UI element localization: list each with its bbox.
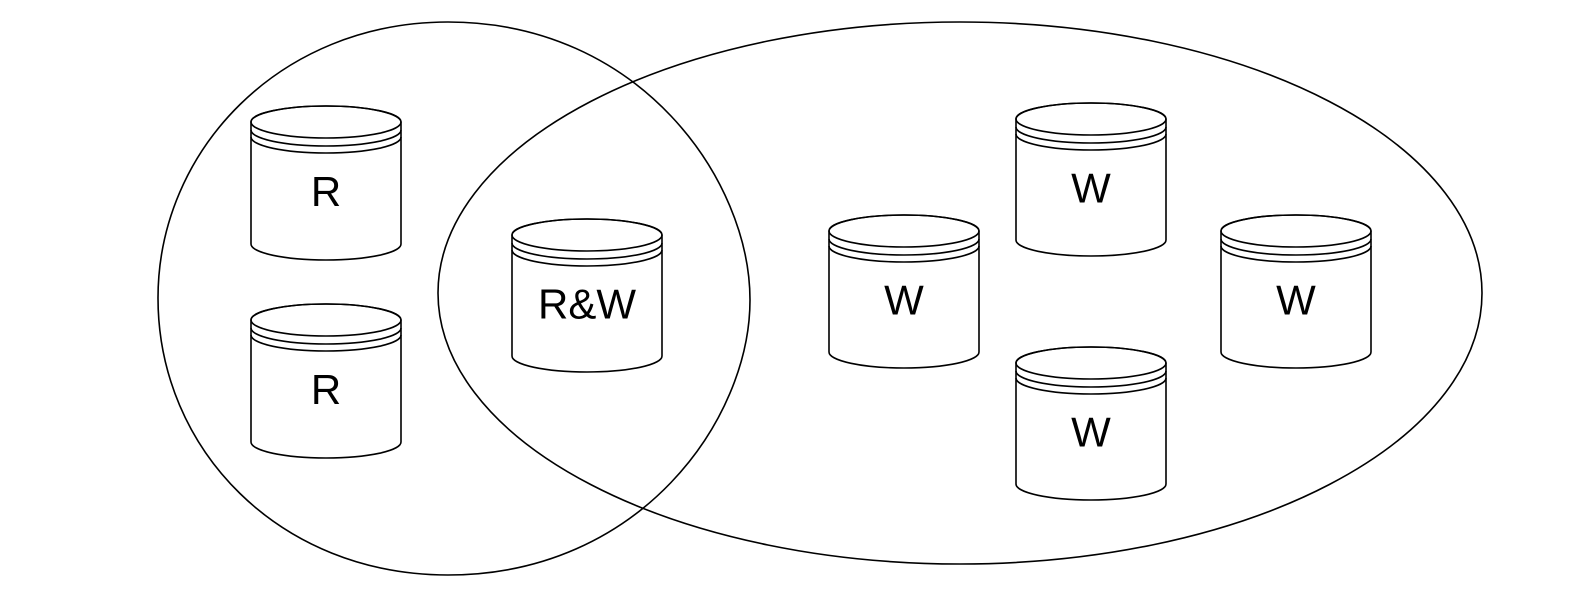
database-rim-band	[1015, 126, 1167, 144]
database-rim-band	[828, 238, 980, 256]
database-top	[1015, 346, 1167, 380]
database-label: W	[1276, 277, 1316, 324]
database-rim-band	[511, 249, 663, 267]
database-rim-band	[828, 245, 980, 263]
database-cylinder-icon: W	[1220, 214, 1372, 369]
database-rim-band	[250, 334, 402, 352]
database-top	[511, 218, 663, 252]
database-rim-band	[1015, 133, 1167, 151]
database-cylinder-icon: W	[1015, 346, 1167, 501]
database-rim-band	[250, 327, 402, 345]
read-group-outline	[157, 21, 751, 576]
database-top	[1015, 102, 1167, 136]
database-rim-band	[250, 136, 402, 154]
database-rim-band	[250, 129, 402, 147]
database-rim-band	[1220, 238, 1372, 256]
database-label: R	[311, 168, 341, 215]
database-label: W	[1071, 409, 1111, 456]
write-group-outline	[437, 21, 1483, 565]
database-label: W	[1071, 165, 1111, 212]
database-cylinder-icon: R&W	[511, 218, 663, 373]
database-cylinder-icon: W	[1015, 102, 1167, 257]
database-label: R	[311, 366, 341, 413]
database-rim-band	[1220, 245, 1372, 263]
database-layer: R R R&W W W W W	[250, 102, 1372, 501]
database-top	[828, 214, 980, 248]
database-rim-band	[1015, 377, 1167, 395]
database-cylinder-icon: R	[250, 105, 402, 261]
database-label: R&W	[538, 281, 636, 328]
database-label: W	[884, 277, 924, 324]
database-cylinder-icon: W	[828, 214, 980, 369]
database-top	[250, 105, 402, 139]
database-top	[250, 303, 402, 337]
database-rim-band	[511, 242, 663, 260]
database-cylinder-icon: R	[250, 303, 402, 459]
database-top	[1220, 214, 1372, 248]
database-rim-band	[1015, 370, 1167, 388]
